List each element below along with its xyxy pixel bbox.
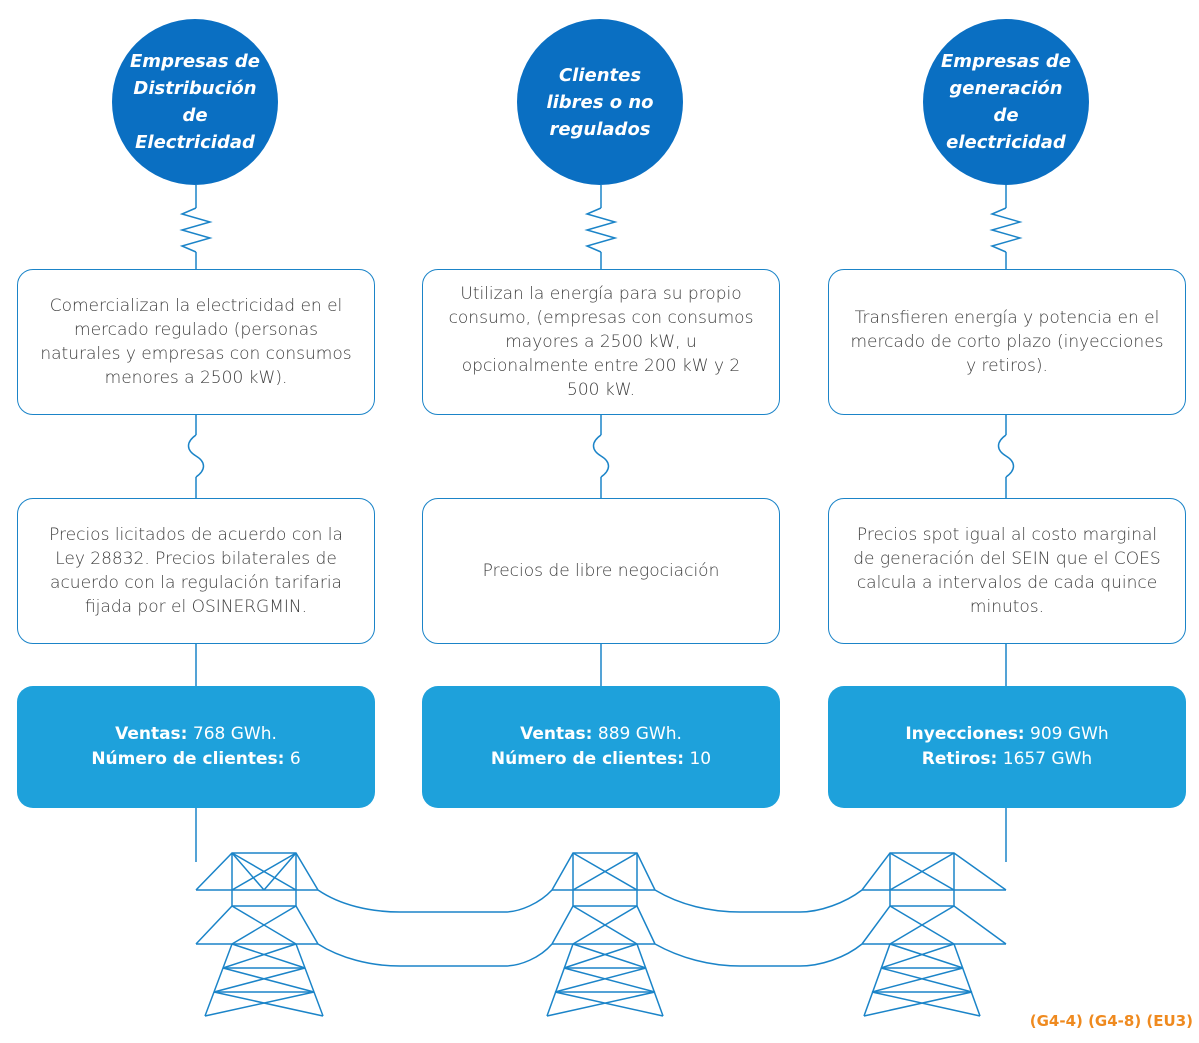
switch-icon (187, 434, 205, 478)
description-box: Utilizan la energía para su propio consu… (422, 269, 780, 415)
stats-box: Inyecciones: 909 GWh Retiros: 1657 GWh (828, 686, 1186, 808)
stat-line: Retiros: 1657 GWh (922, 747, 1092, 772)
stat-label: Número de clientes: (490, 749, 685, 769)
pricing-text: Precios de libre negociación (482, 561, 720, 581)
description-text: Utilizan la energía para su propio consu… (448, 284, 754, 400)
stat-value: 6 (289, 749, 301, 769)
stat-label: Inyecciones: (905, 724, 1025, 744)
stat-value: 909 GWh (1030, 724, 1109, 744)
circle-title: Clientes libres o no regulados (546, 64, 654, 140)
pricing-box: Precios licitados de acuerdo con la Ley … (17, 498, 375, 644)
stat-line: Inyecciones: 909 GWh (905, 722, 1108, 747)
pricing-box: Precios de libre negociación (422, 498, 780, 644)
stat-line: Ventas: 889 GWh. (520, 722, 682, 747)
stat-line: Número de clientes: 6 (91, 747, 300, 772)
stat-value: 768 GWh. (192, 724, 277, 744)
transmission-tower-icon (546, 852, 664, 1017)
circle-title: Empresas de generación de electricidad (941, 51, 1071, 153)
description-box: Transfieren energía y potencia en el mer… (828, 269, 1186, 415)
resistor-icon (989, 207, 1023, 253)
circle-distribution-companies: Empresas de Distribución de Electricidad (112, 19, 278, 185)
circle-free-clients: Clientes libres o no regulados (517, 19, 683, 185)
description-text: Comercializan la electricidad en el merc… (40, 296, 352, 388)
connector-col2 (584, 185, 618, 686)
power-lines (317, 889, 863, 967)
description-box: Comercializan la electricidad en el merc… (17, 269, 375, 415)
pricing-text: Precios spot igual al costo marginal de … (853, 525, 1161, 617)
connector-col1 (179, 185, 213, 862)
stat-line: Ventas: 768 GWh. (115, 722, 277, 747)
stats-box: Ventas: 768 GWh. Número de clientes: 6 (17, 686, 375, 808)
pricing-text: Precios licitados de acuerdo con la Ley … (49, 525, 343, 617)
resistor-icon (179, 207, 213, 253)
stat-label: Ventas: (115, 724, 188, 744)
stats-box: Ventas: 889 GWh. Número de clientes: 10 (422, 686, 780, 808)
stat-label: Número de clientes: (91, 749, 285, 769)
circle-generation-companies: Empresas de generación de electricidad (923, 19, 1089, 185)
stat-value: 1657 GWh (1002, 749, 1093, 769)
stat-value: 889 GWh. (597, 724, 682, 744)
stat-value: 10 (689, 749, 712, 769)
circle-title: Empresas de Distribución de Electricidad (130, 51, 260, 153)
stat-label: Retiros: (921, 749, 998, 769)
switch-icon (997, 434, 1015, 478)
pricing-box: Precios spot igual al costo marginal de … (828, 498, 1186, 644)
stat-line: Número de clientes: 10 (491, 747, 711, 772)
resistor-icon (584, 207, 618, 253)
switch-icon (592, 434, 610, 478)
description-text: Transfieren energía y potencia en el mer… (850, 308, 1164, 376)
transmission-tower-icon (195, 852, 324, 1017)
connector-col3 (989, 185, 1023, 862)
transmission-tower-icon (861, 852, 1007, 1017)
gri-codes: (G4-4) (G4-8) (EU3) (1029, 1012, 1193, 1030)
stat-label: Ventas: (520, 724, 593, 744)
